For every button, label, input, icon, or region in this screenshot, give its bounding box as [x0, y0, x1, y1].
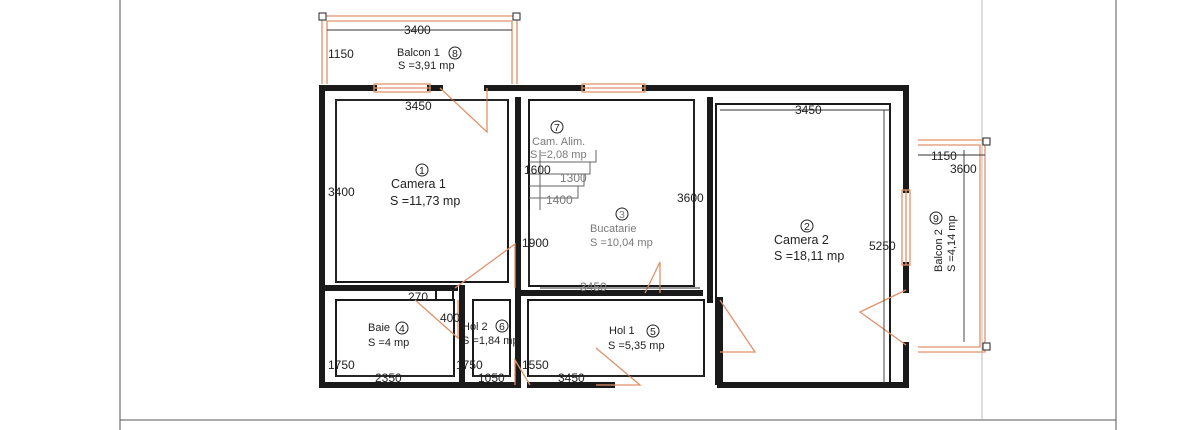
- dim-bucatarie-side: 1900: [522, 236, 549, 250]
- dim-balcon1-depth: 1150: [328, 47, 354, 61]
- dimension-lines: [327, 29, 985, 384]
- room-camera-1: 3450 3400 1 Camera 1 S =11,73 mp: [328, 99, 460, 208]
- dim-cam-alim-b: 1300: [560, 171, 587, 185]
- room-area-hol-2: S =1,84 mp: [462, 335, 519, 347]
- room-number-hol-1: 5: [650, 326, 656, 338]
- room-cam-alim: 7 Cam. Alim. S =2,08 mp 1600 1300 1400: [524, 122, 587, 207]
- pantry-shelves: [529, 150, 597, 210]
- room-name-bucatarie: Bucatarie: [590, 223, 636, 235]
- dim-camera1-width: 3450: [405, 99, 432, 113]
- dim-bucatarie-height: 3600: [677, 191, 704, 205]
- dim-balcon2-depth: 1150: [931, 149, 957, 163]
- room-number-cam-alim: 7: [554, 122, 560, 134]
- dim-hol2-bottom: 1050: [478, 371, 505, 385]
- room-area-balcon-2: S =4,14 mp: [946, 215, 958, 272]
- dim-baie-left: 1750: [328, 358, 355, 372]
- room-area-hol-1: S =5,35 mp: [608, 340, 665, 352]
- room-area-cam-alim: S =2,08 mp: [530, 149, 587, 161]
- room-number-camera-2: 2: [804, 221, 810, 233]
- dim-balcon1-width: 3400: [404, 23, 431, 37]
- windows: [373, 83, 911, 266]
- balcony-2-railing: [918, 137, 991, 353]
- room-name-camera-2: Camera 2: [774, 233, 829, 247]
- room-area-balcon-1: S =3,91 mp: [398, 60, 455, 72]
- room-baie: 270 400 Baie 4 S =4 mp 1750 2350: [328, 290, 460, 385]
- room-number-camera-1: 1: [419, 165, 425, 177]
- dim-hol1-bottom: 3450: [558, 371, 585, 385]
- dim-camera2-width: 3450: [795, 103, 822, 117]
- room-area-camera-2: S =18,11 mp: [774, 249, 844, 263]
- room-number-balcon-1: 8: [452, 48, 458, 60]
- room-camera-2: 3450 2 Camera 2 S =18,11 mp 5250: [774, 103, 896, 263]
- dim-camera1-height: 3400: [328, 185, 355, 199]
- room-balcon-1: 3400 1150 Balcon 1 8 S =3,91 mp: [328, 23, 458, 72]
- doors: [414, 87, 907, 386]
- room-name-hol-2: Hol 2: [462, 321, 488, 333]
- room-name-balcon-1: Balcon 1: [397, 47, 440, 59]
- room-number-bucatarie: 3: [619, 209, 625, 221]
- room-name-baie: Baie: [368, 322, 390, 334]
- room-hol-1: Hol 1 5 S =5,35 mp 1550 3450: [522, 325, 665, 385]
- dim-baie-a: 270: [408, 290, 428, 304]
- balcony-1-railing: [318, 12, 521, 84]
- room-balcon-2: 1150 3600 9 Balcon 2 S =4,14 mp: [931, 149, 977, 272]
- dim-cam-alim-a: 1600: [524, 163, 551, 177]
- dim-hol1-left: 1550: [522, 358, 549, 372]
- room-hol-2: Hol 2 6 S =1,84 mp 1750 1050: [456, 321, 519, 385]
- room-name-cam-alim: Cam. Alim.: [532, 136, 585, 148]
- dim-baie-bottom: 2350: [375, 371, 402, 385]
- dim-camera2-height: 5250: [869, 239, 896, 253]
- room-bucatarie: 3600 3 Bucatarie S =10,04 mp 1900 3450: [522, 191, 704, 294]
- dim-hol2-left: 1750: [456, 358, 483, 372]
- dim-bucatarie-bottom: 3450: [580, 280, 607, 294]
- dim-baie-b: 400: [440, 311, 460, 325]
- room-number-circles: [395, 46, 943, 338]
- room-name-hol-1: Hol 1: [609, 325, 635, 337]
- room-area-bucatarie: S =10,04 mp: [590, 237, 653, 249]
- dim-cam-alim-c: 1400: [546, 193, 573, 207]
- dim-balcon2-length: 3600: [950, 162, 977, 176]
- sheet-frame: [119, 0, 1117, 430]
- room-number-balcon-2: 9: [933, 213, 939, 225]
- room-name-balcon-2: Balcon 2: [933, 229, 945, 272]
- walls: [319, 85, 909, 388]
- room-number-baie: 4: [399, 323, 405, 335]
- room-name-camera-1: Camera 1: [391, 177, 446, 191]
- room-area-camera-1: S =11,73 mp: [390, 194, 460, 208]
- room-number-hol-2: 6: [499, 321, 505, 333]
- room-area-baie: S =4 mp: [368, 337, 409, 349]
